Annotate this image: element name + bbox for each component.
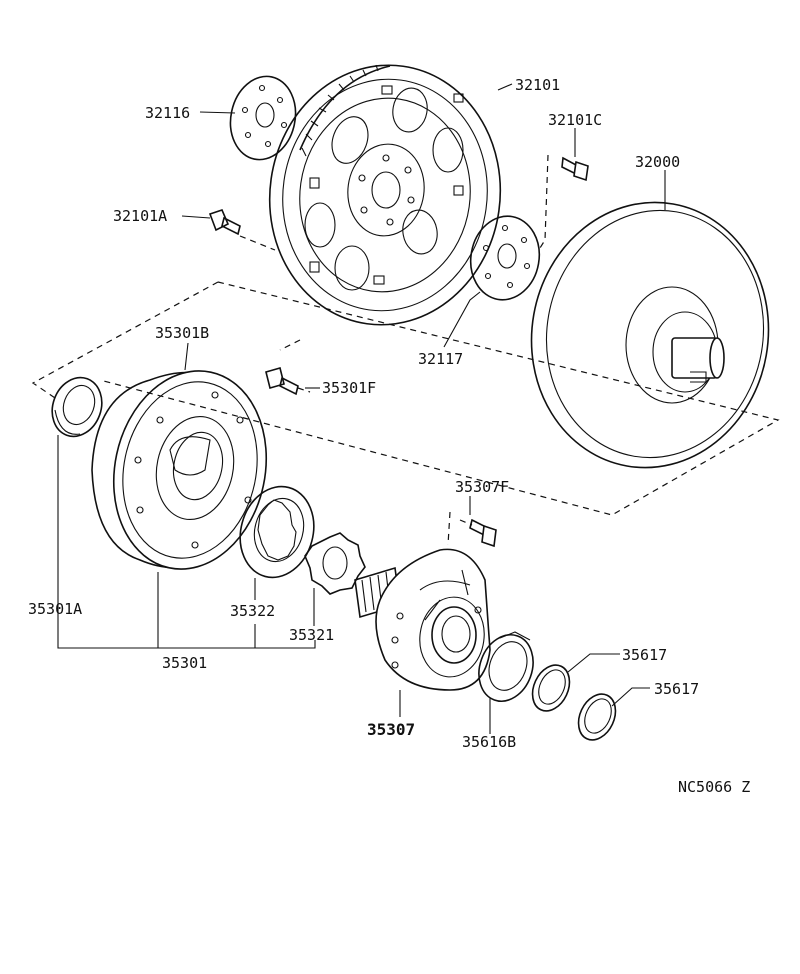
driven-gear-35322 [239,485,315,579]
snap-ring-35617-b [577,693,617,741]
label-32101: 32101 [515,76,560,94]
leader-lines [57,83,666,734]
bolt-35301F [265,367,299,396]
label-35617-b: 35617 [654,680,699,698]
bolt-32101A [208,209,241,236]
diagram-code: NC5066 Z [678,778,750,796]
label-32116: 32116 [145,104,190,122]
drive-gear-35321 [304,532,366,595]
label-32101A: 32101A [113,207,167,225]
torque-converter-32000 [530,201,770,469]
oil-pump-body-35301 [91,370,268,570]
label-35307: 35307 [367,720,415,739]
label-32000: 32000 [635,153,680,171]
label-35322: 35322 [230,602,275,620]
label-32117: 32117 [418,350,463,368]
part-labels: 32101 32116 32101C 32000 32101A 32117 35… [28,76,750,796]
label-35307F: 35307F [455,478,509,496]
label-35321: 35321 [289,626,334,644]
oil-seal-35301A [51,376,103,438]
label-32101C: 32101C [548,111,602,129]
label-35301B: 35301B [155,324,209,342]
assembly-lines [31,154,780,546]
label-35617-a: 35617 [622,646,667,664]
stator-shaft-35307 [354,548,491,691]
label-35616B: 35616B [462,733,516,751]
label-35301: 35301 [162,654,207,672]
plate-32116 [229,75,297,161]
label-35301A: 35301A [28,600,82,618]
snap-ring-35617-a [531,664,571,712]
label-35301F: 35301F [322,379,376,397]
drive-plate-32101 [268,64,502,326]
thrust-washer-35616B [478,631,534,702]
bolt-35307F [469,518,497,548]
plate-32117 [469,215,541,301]
bolt-32101C [561,156,589,182]
